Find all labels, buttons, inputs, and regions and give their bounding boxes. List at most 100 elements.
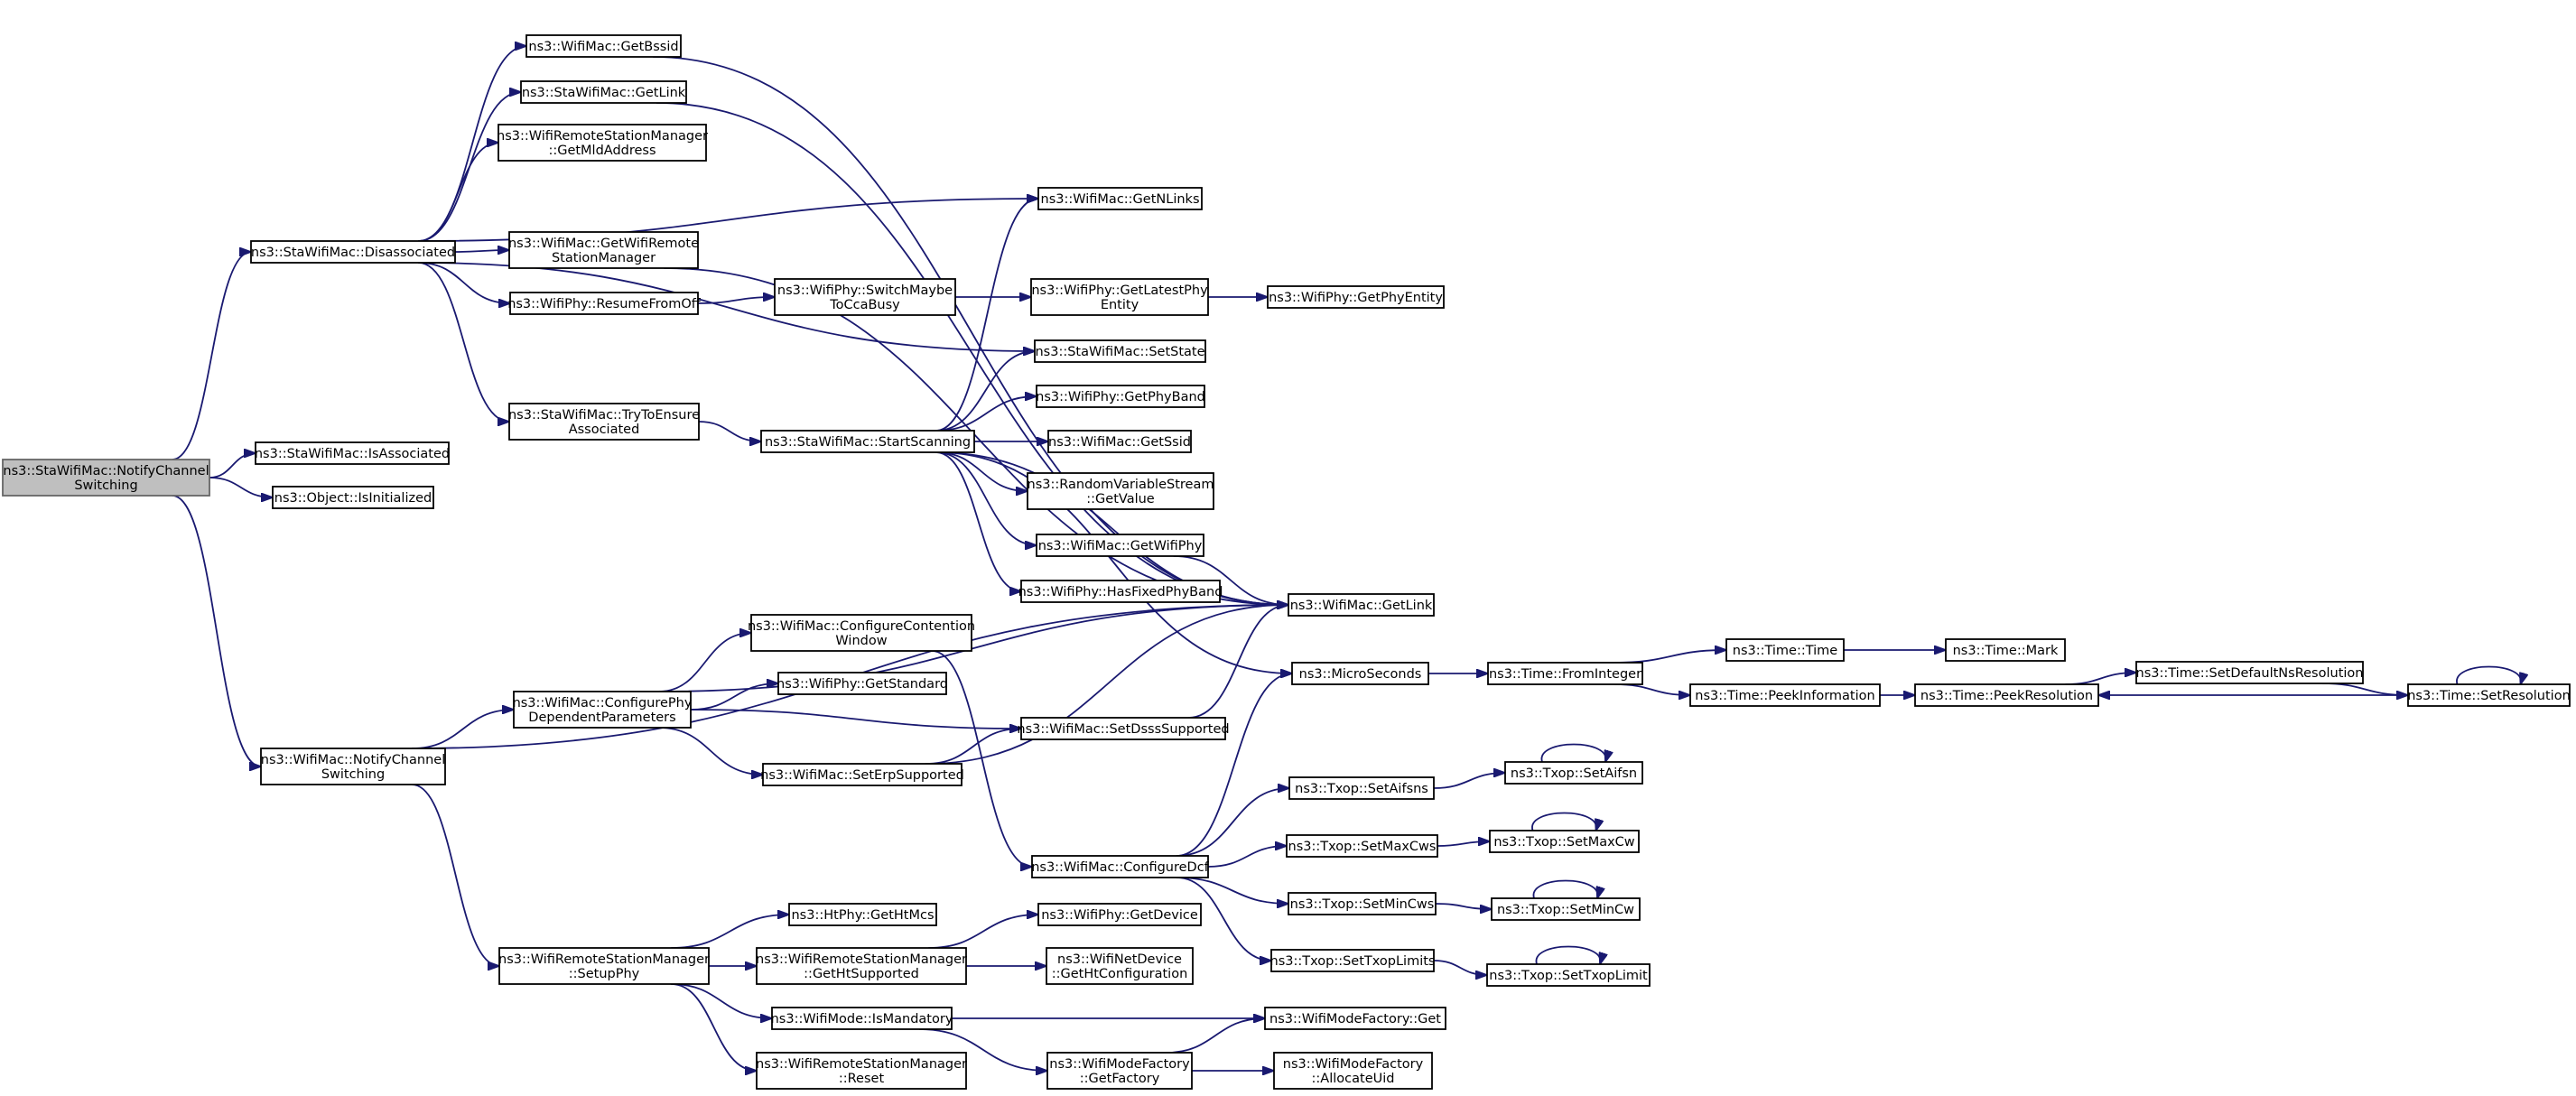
edge-setupphy-to-wrsm_reset: [671, 983, 757, 1071]
node-box: [774, 278, 956, 316]
node-getdevice[interactable]: ns3::WifiPhy::GetDevice: [1037, 903, 1202, 926]
node-label: ns3::Time::FromInteger: [1489, 667, 1641, 682]
node-box: [1504, 761, 1643, 785]
node-label: Window: [835, 634, 887, 648]
node-setmaxcws[interactable]: ns3::Txop::SetMaxCws: [1286, 834, 1438, 858]
node-rvs-getvalue[interactable]: ns3::RandomVariableStream::GetValue: [1027, 472, 1214, 510]
edge-wmac_notify-to-configurephy: [412, 710, 514, 749]
edge-settxoplimits-to-settxoplimit: [1433, 960, 1487, 975]
node-label: ns3::WifiPhy::GetStandard: [777, 677, 948, 692]
node-label: ::SetupPhy: [569, 967, 640, 981]
node-label: ns3::Txop::SetMaxCw: [1493, 835, 1634, 850]
node-setmaxcw[interactable]: ns3::Txop::SetMaxCw: [1489, 830, 1640, 853]
node-label: ns3::Txop::SetAifsn: [1511, 766, 1637, 781]
node-getphyentity[interactable]: ns3::WifiPhy::GetPhyEntity: [1267, 285, 1445, 309]
node-peekresolution[interactable]: ns3::Time::PeekResolution: [1914, 683, 2099, 707]
node-ismandatory[interactable]: ns3::WifiMode::IsMandatory: [771, 1007, 953, 1030]
node-setmincw[interactable]: ns3::Txop::SetMinCw: [1491, 897, 1641, 921]
node-box: [1288, 892, 1437, 915]
node-getfactory[interactable]: ns3::WifiModeFactory::GetFactory: [1046, 1052, 1193, 1090]
node-setdefaultns[interactable]: ns3::Time::SetDefaultNsResolution: [2135, 661, 2364, 684]
node-peekinformation[interactable]: ns3::Time::PeekInformation: [1689, 683, 1881, 707]
node-settxoplimit[interactable]: ns3::Txop::SetTxopLimit: [1486, 963, 1651, 987]
node-box: [1489, 830, 1640, 853]
node-microseconds[interactable]: ns3::MicroSeconds: [1291, 662, 1429, 685]
node-box: [777, 672, 947, 695]
node-setaifsns[interactable]: ns3::Txop::SetAifsns: [1288, 776, 1435, 800]
node-gethtsupported[interactable]: ns3::WifiRemoteStationManager::GetHtSupp…: [756, 947, 967, 985]
node-seterp[interactable]: ns3::WifiMac::SetErpSupported: [760, 763, 964, 786]
node-box: [2, 459, 210, 497]
node-wmf-get[interactable]: ns3::WifiModeFactory::Get: [1264, 1007, 1446, 1030]
node-box: [250, 240, 456, 264]
node-gethtmcs[interactable]: ns3::HtPhy::GetHtMcs: [788, 903, 937, 926]
node-getwifiphy[interactable]: ns3::WifiMac::GetWifiPhy: [1036, 534, 1204, 557]
node-setdsss[interactable]: ns3::WifiMac::SetDsssSupported: [1017, 717, 1230, 740]
node-sta-getlink[interactable]: ns3::StaWifiMac::GetLink: [520, 80, 687, 104]
node-box: [1046, 1052, 1193, 1090]
node-gethtconfig[interactable]: ns3::WifiNetDevice::GetHtConfiguration: [1046, 947, 1194, 985]
node-label: ns3::Txop::SetTxopLimits: [1270, 954, 1436, 969]
node-getstandard[interactable]: ns3::WifiPhy::GetStandard: [777, 672, 948, 695]
node-box: [1036, 534, 1204, 557]
node-setmincws[interactable]: ns3::Txop::SetMinCws: [1288, 892, 1437, 915]
edge-configuredcf-to-setmincws: [1176, 877, 1288, 904]
node-wrsm-reset[interactable]: ns3::WifiRemoteStationManager::Reset: [756, 1052, 967, 1090]
node-label: ns3::MicroSeconds: [1299, 667, 1422, 682]
node-label: ns3::Object::IsInitialized: [274, 491, 432, 506]
node-frominteger[interactable]: ns3::Time::FromInteger: [1487, 662, 1643, 685]
node-box: [1288, 776, 1435, 800]
node-box: [1030, 278, 1209, 316]
node-getwrsm[interactable]: ns3::WifiMac::GetWifiRemoteStationManage…: [508, 231, 699, 269]
node-configuredcf[interactable]: ns3::WifiMac::ConfigureDcf: [1031, 855, 1210, 878]
node-label: ns3::StaWifiMac::StartScanning: [765, 435, 971, 450]
node-disassociated[interactable]: ns3::StaWifiMac::Disassociated: [250, 240, 456, 264]
node-label: ns3::StaWifiMac::TryToEnsure: [508, 408, 700, 423]
node-wmac-getlink[interactable]: ns3::WifiMac::GetLink: [1288, 593, 1435, 617]
node-timetime[interactable]: ns3::Time::Time: [1725, 638, 1845, 662]
node-label: ns3::WifiPhy::GetPhyBand: [1036, 390, 1205, 404]
node-startscanning[interactable]: ns3::StaWifiMac::StartScanning: [760, 430, 975, 453]
node-getmldaddress[interactable]: ns3::WifiRemoteStationManager::GetMldAdd…: [497, 124, 708, 162]
node-getssid[interactable]: ns3::WifiMac::GetSsid: [1047, 430, 1192, 453]
node-setupphy[interactable]: ns3::WifiRemoteStationManager::SetupPhy: [498, 947, 710, 985]
edge-disassociated-to-getmldaddress: [418, 143, 498, 242]
edge-seterp-to-setdsss: [925, 729, 1021, 765]
node-isinitialized[interactable]: ns3::Object::IsInitialized: [272, 486, 434, 509]
node-resumefromoff[interactable]: ns3::WifiPhy::ResumeFromOff: [507, 292, 702, 315]
node-label: ns3::WifiMode::IsMandatory: [771, 1012, 953, 1026]
node-box: [498, 947, 710, 985]
node-box: [1491, 897, 1641, 921]
node-getnlinks[interactable]: ns3::WifiMac::GetNLinks: [1037, 187, 1203, 210]
node-label: ns3::WifiRemoteStationManager: [756, 952, 967, 967]
node-isassociated[interactable]: ns3::StaWifiMac::IsAssociated: [255, 441, 450, 465]
node-box: [508, 231, 699, 269]
edge-ismandatory-to-getfactory: [919, 1028, 1047, 1071]
node-getphyband[interactable]: ns3::WifiPhy::GetPhyBand: [1036, 385, 1205, 408]
node-label: ::Reset: [839, 1072, 885, 1086]
node-box: [1037, 187, 1203, 210]
node-label: ns3::WifiModeFactory: [1049, 1057, 1190, 1072]
node-setaifsn[interactable]: ns3::Txop::SetAifsn: [1504, 761, 1643, 785]
node-setstate[interactable]: ns3::StaWifiMac::SetState: [1034, 339, 1206, 363]
node-timemark[interactable]: ns3::Time::Mark: [1945, 638, 2066, 662]
node-setresolution[interactable]: ns3::Time::SetResolution: [2407, 683, 2571, 707]
node-box: [260, 748, 446, 785]
node-box: [1486, 963, 1651, 987]
node-settxoplimits[interactable]: ns3::Txop::SetTxopLimits: [1270, 949, 1436, 972]
node-getbssid[interactable]: ns3::WifiMac::GetBssid: [525, 34, 682, 58]
node-configurephy[interactable]: ns3::WifiMac::ConfigurePhyDependentParam…: [513, 691, 693, 729]
edge-wmac_notify-to-setupphy: [412, 784, 499, 966]
node-box: [1020, 717, 1226, 740]
edge-seterp-to-wmac_getlink: [925, 605, 1288, 765]
node-allocateuid[interactable]: ns3::WifiModeFactory::AllocateUid: [1273, 1052, 1433, 1090]
node-box: [771, 1007, 953, 1030]
node-box: [756, 1052, 967, 1090]
node-hasfixedphyband[interactable]: ns3::WifiPhy::HasFixedPhyBand: [1018, 580, 1223, 603]
